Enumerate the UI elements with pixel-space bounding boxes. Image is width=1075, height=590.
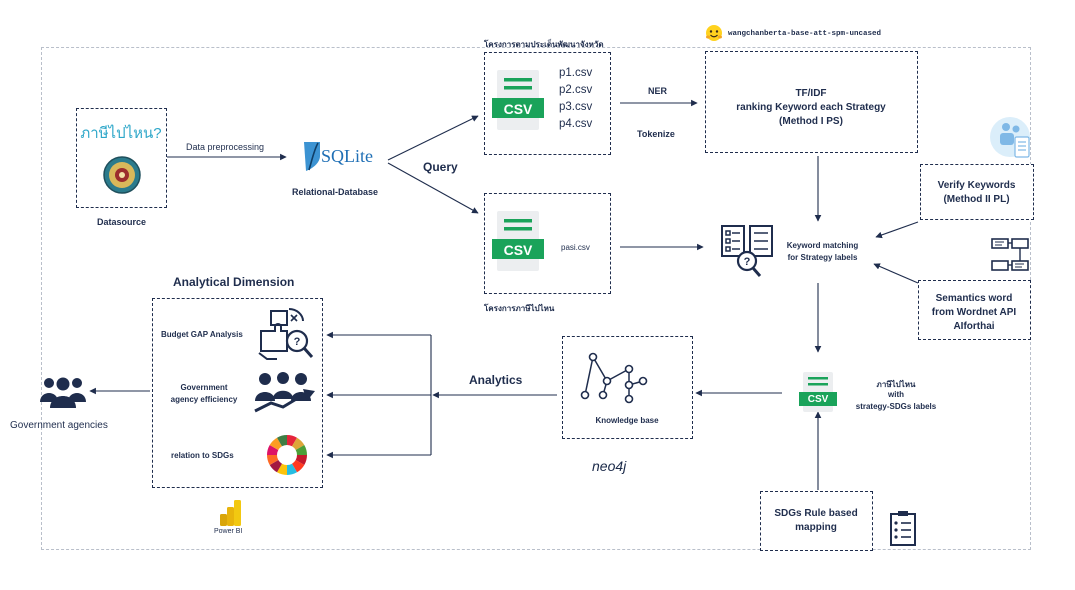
preprocess-label: Data preprocessing [186,142,265,152]
graph-nodes-icon [580,352,648,404]
output-line3: strategy-SDGs labels [855,402,937,411]
puzzle-analysis-icon: ? [258,308,314,360]
knowledge-base-box: Knowledge base [562,336,693,439]
csv-badge: CSV [503,242,533,258]
output-line2: with [888,390,904,399]
government-agencies-label: Government agencies [10,420,108,431]
sdg-wheel-icon [267,435,307,475]
checklist-icon [890,511,916,546]
csv-file-1: p1.csv [559,67,593,79]
sdg-relation-label: relation to SDGs [171,451,234,460]
matching-line2: for Strategy labels [787,253,858,262]
powerbi-label: Power BI [214,528,243,535]
network-flow-icon [991,238,1029,271]
model-name: wangchanberta-base-att-spm-uncased [728,30,882,38]
output-line1: ภาษีไปไหน [876,380,916,389]
neo4j-logo: neo4j [592,458,627,474]
pasi-csv-box: CSV pasi.csv [484,193,611,294]
keyword-matching-icon: ? [721,225,773,277]
verify-keywords-box: Verify Keywords (Method II PL) [920,164,1034,220]
csv-file-3: p3.csv [559,101,593,113]
budget-gap-label: Budget GAP Analysis [161,330,243,339]
datasource-app-title: ภาษีไปไหน? [80,125,162,142]
csv-file-2: p2.csv [559,84,593,96]
query-label: Query [423,160,458,174]
csv-file-icon [492,70,544,130]
datasource-label: Datasource [96,217,147,227]
datasource-box: ภาษีไปไหน? [76,108,167,208]
tokenize-label: Tokenize [637,129,675,139]
analytics-label: Analytics [469,373,523,387]
verify-line1: Verify Keywords [937,180,1016,191]
efficiency-line1: Government [180,383,228,392]
csv-file-icon [799,372,837,412]
pasi-file: pasi.csv [561,243,590,252]
tfidf-box: TF/IDF ranking Keyword each Strategy (Me… [705,51,918,153]
government-seal-icon [103,156,141,194]
semantics-line3: AIforthai [953,321,995,332]
ner-label: NER [648,86,668,96]
pasi-caption: โครงการภาษีไปไหน [484,304,555,313]
semantics-line2: from Wordnet API [931,307,1017,318]
svg-text:?: ? [294,336,301,348]
semantics-box: Semantics word from Wordnet API AIfortha… [918,280,1031,340]
analytical-title: Analytical Dimension [173,275,295,289]
sqlite-feather-icon [304,142,320,171]
sdg-rule-line2: mapping [795,522,837,533]
svg-text:?: ? [744,256,751,268]
csv-file-icon [492,211,544,271]
tfidf-line2: ranking Keyword each Strategy [736,102,886,113]
sqlite-label: Relational-Database [292,187,379,197]
provincial-csv-box: CSV p1.csv p2.csv p3.csv p4.csv [484,52,611,155]
team-growth-icon [254,372,315,413]
sqlite-logo-text: SQLite [321,146,373,166]
csv-badge: CSV [503,101,533,117]
people-group-icon [40,377,86,408]
efficiency-line2: agency efficiency [170,395,238,404]
provincial-title: โครงการตามประเด็นพัฒนาจังหวัด [484,40,604,49]
tfidf-line1: TF/IDF [795,88,827,99]
output-csv-badge: CSV [807,394,829,405]
tfidf-line3: (Method I PS) [779,116,843,127]
knowledge-base-label: Knowledge base [595,416,659,425]
sdg-rule-line1: SDGs Rule based [774,508,858,519]
huggingface-icon [706,25,722,41]
analytical-dimension-box: Budget GAP Analysis Government agency ef… [152,298,323,488]
verify-line2: (Method II PL) [943,194,1010,205]
csv-file-4: p4.csv [559,118,593,130]
matching-line1: Keyword matching [786,241,859,250]
people-check-icon [990,117,1030,158]
sdg-rule-box: SDGs Rule based mapping [760,491,873,551]
semantics-line1: Semantics word [935,293,1013,304]
powerbi-icon [220,500,241,526]
